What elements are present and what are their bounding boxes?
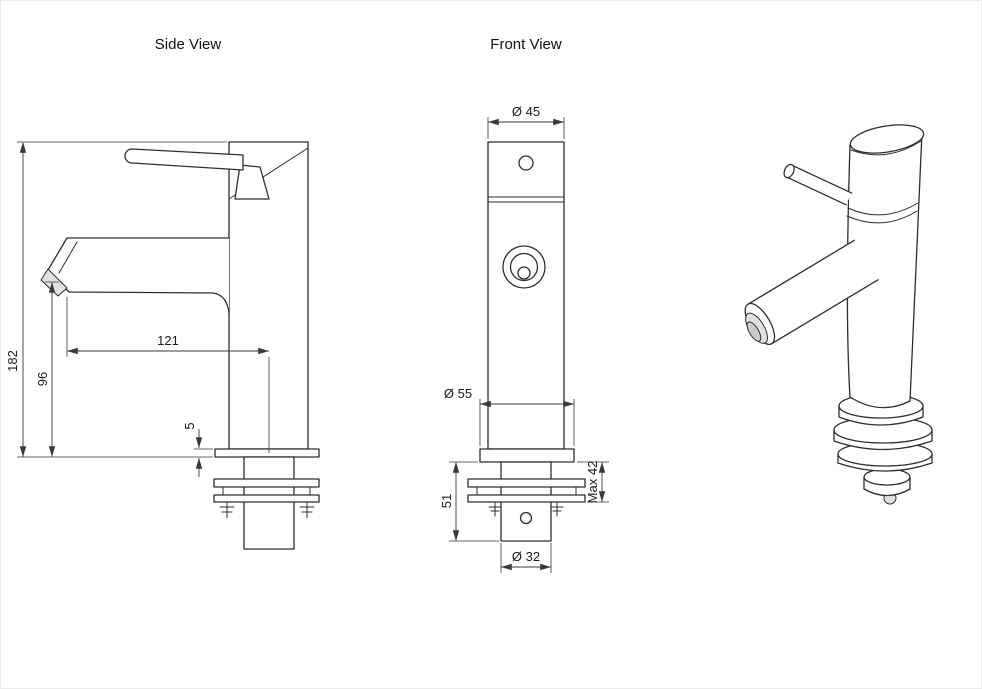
side-base-plate bbox=[214, 448, 320, 458]
front-view bbox=[467, 141, 586, 542]
front-lever-pin bbox=[518, 155, 534, 171]
front-body bbox=[487, 141, 565, 450]
front-washer-ticks bbox=[476, 486, 577, 496]
side-dimensions: 182 96 121 5 bbox=[5, 141, 270, 477]
dim-spout-reach: 121 bbox=[157, 333, 179, 348]
side-shank bbox=[243, 456, 295, 550]
side-fixing-screws bbox=[219, 501, 315, 519]
persp-spout bbox=[744, 239, 879, 345]
front-drain-hole bbox=[519, 511, 533, 525]
side-view bbox=[40, 141, 320, 550]
perspective-view bbox=[744, 124, 933, 505]
side-washer-ticks bbox=[222, 486, 311, 496]
persp-handle-end bbox=[783, 163, 795, 179]
side-spout bbox=[47, 237, 230, 314]
dim-base-plate: 5 bbox=[182, 422, 197, 429]
front-base-plate bbox=[479, 448, 575, 463]
front-dimensions: Ø 45 Ø 55 51 Max 42 Ø 32 bbox=[439, 104, 609, 573]
dim-max-counter: Max 42 bbox=[585, 461, 600, 504]
front-cap-seam bbox=[487, 196, 565, 203]
side-lever-handle bbox=[124, 148, 244, 171]
dim-top-diameter: Ø 45 bbox=[512, 104, 540, 119]
front-aerator-inner bbox=[517, 266, 531, 280]
dim-overall-height: 182 bbox=[5, 350, 20, 372]
side-spout-seam bbox=[58, 241, 78, 274]
persp-handle-outline bbox=[785, 164, 853, 206]
side-washer-top bbox=[213, 478, 320, 488]
persp-spout-aerator-tip bbox=[746, 321, 762, 342]
side-lever-post bbox=[234, 164, 270, 200]
persp-collar bbox=[846, 202, 919, 224]
front-washer-top bbox=[467, 478, 586, 488]
front-view-title: Front View bbox=[490, 36, 562, 53]
dim-shank-diameter: Ø 32 bbox=[512, 549, 540, 564]
persp-spout-outline bbox=[747, 239, 879, 345]
dim-base-diameter: Ø 55 bbox=[444, 386, 472, 401]
persp-handle bbox=[783, 163, 853, 206]
persp-top-cap-seam bbox=[850, 140, 922, 156]
front-extension-lines bbox=[449, 117, 609, 573]
persp-spout-fill bbox=[748, 240, 878, 344]
front-washer-bottom bbox=[467, 494, 586, 503]
dim-below-counter: 51 bbox=[439, 494, 454, 508]
persp-handle-fill bbox=[786, 165, 852, 205]
persp-top-cap bbox=[849, 124, 925, 154]
side-washer-bottom bbox=[213, 494, 320, 503]
front-fixing-screws bbox=[488, 501, 564, 517]
dim-spout-height: 96 bbox=[35, 372, 50, 386]
side-view-title: Side View bbox=[155, 36, 222, 53]
